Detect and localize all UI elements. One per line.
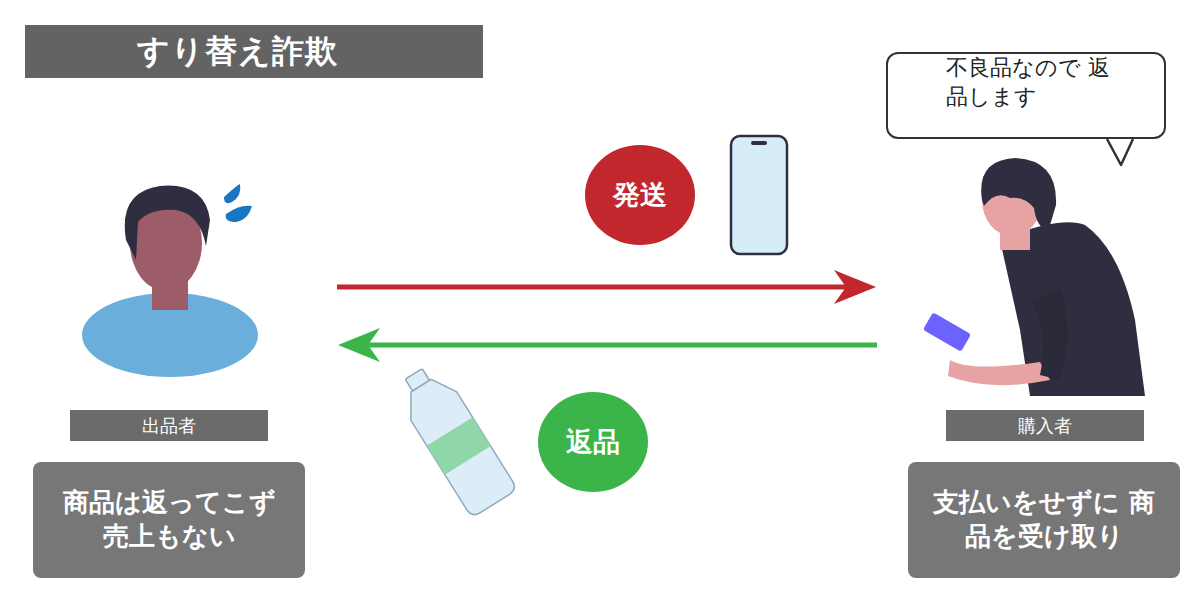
speech-bubble: 不良品なので 返品します bbox=[886, 52, 1166, 139]
node-text: 支払いをせずに 商品を受け取り bbox=[924, 486, 1164, 554]
return-arrowhead bbox=[338, 328, 380, 362]
role-label: 購入者 bbox=[946, 410, 1144, 441]
send-arrow-line bbox=[337, 285, 850, 290]
buyer-figure bbox=[923, 158, 1145, 396]
return-circle: 返品 bbox=[538, 392, 648, 492]
result-box: 商品は返ってこず 売上もない bbox=[33, 462, 305, 578]
bubble-tail bbox=[1107, 139, 1133, 165]
node-text: 商品は返ってこず 売上もない bbox=[49, 486, 289, 554]
smartphone-icon bbox=[731, 136, 787, 254]
title-band: すり替え詐欺 bbox=[25, 25, 483, 78]
send-circle: 発送 bbox=[585, 145, 695, 245]
return-arrow-line bbox=[366, 343, 877, 348]
node-text: 返品 bbox=[566, 424, 620, 459]
send-arrowhead bbox=[834, 270, 876, 304]
node-text: 出品者 bbox=[142, 414, 196, 437]
result-box: 支払いをせずに 商品を受け取り bbox=[908, 462, 1180, 578]
seller-figure bbox=[82, 184, 258, 377]
node-text: 不良品なので 返品します bbox=[946, 54, 1116, 111]
plastic-bottle bbox=[391, 360, 518, 518]
node-text: 購入者 bbox=[1018, 414, 1072, 437]
title-text: すり替え詐欺 bbox=[137, 30, 338, 74]
node-text: 発送 bbox=[613, 177, 667, 212]
role-label: 出品者 bbox=[70, 410, 268, 441]
